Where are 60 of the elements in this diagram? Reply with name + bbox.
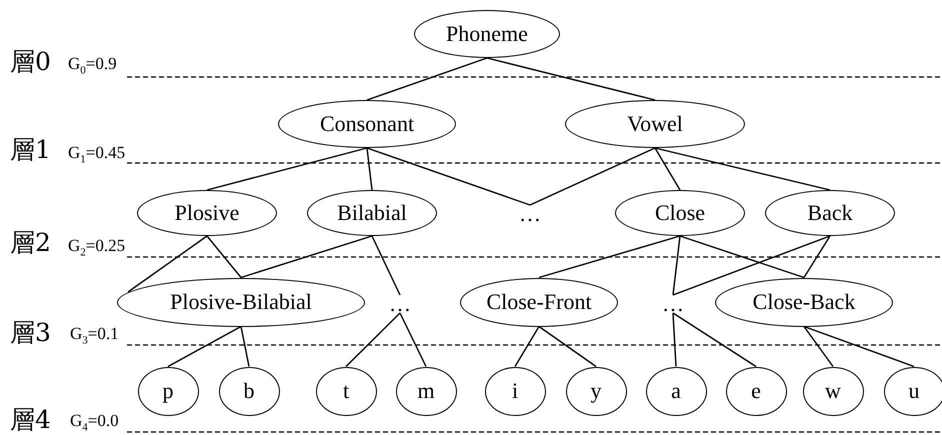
connector-line	[672, 235, 830, 296]
ellipsis-text: …	[383, 295, 417, 313]
category-ellipse: Plosive-Bilabial	[117, 278, 365, 326]
connector-line	[538, 235, 680, 278]
phone-circle: i	[484, 366, 546, 416]
weight-label: G$_{1}$=0.45	[68, 143, 126, 166]
connector-line	[803, 326, 834, 367]
connector-line	[672, 312, 677, 367]
ellipsis-text: …	[513, 205, 547, 223]
connector-line	[366, 148, 373, 190]
phone-circle: y	[566, 366, 626, 416]
phone-circle: w	[802, 366, 864, 416]
connector-line	[206, 236, 242, 278]
category-ellipse: Vowel	[565, 100, 745, 148]
phone-circle: a	[646, 366, 706, 416]
connector-line	[128, 235, 208, 293]
connector-line	[804, 326, 914, 368]
ellipsis-text: …	[656, 295, 690, 313]
connector-line	[486, 57, 656, 101]
connector-line	[680, 235, 804, 278]
weight-label: G$_{3}$=0.1	[70, 324, 119, 346]
connector-line	[803, 236, 831, 278]
connector-line	[206, 147, 368, 191]
layer-label: 層3	[10, 317, 51, 349]
category-ellipse: Phoneme	[414, 10, 560, 58]
connector-line	[538, 326, 596, 368]
layer-label: 層0	[10, 46, 51, 78]
category-ellipse: Back	[765, 190, 895, 236]
connector-line	[371, 236, 401, 296]
connector-line	[346, 312, 400, 367]
category-ellipse: Close	[615, 190, 745, 236]
connector-line	[672, 236, 681, 296]
connector-line	[240, 326, 250, 367]
weight-label: G$_{0}$=0.9	[68, 54, 117, 76]
connector-line	[530, 147, 656, 206]
phone-circle: u	[884, 366, 942, 416]
layer-label: 層4	[10, 404, 51, 435]
connector-line	[654, 148, 681, 190]
phone-circle: b	[218, 366, 280, 416]
connector-line	[399, 312, 427, 367]
layer-label: 層1	[10, 134, 51, 166]
category-ellipse: Close-Back	[715, 278, 893, 326]
connector-line	[514, 326, 540, 367]
layer-label: 層2	[10, 227, 51, 259]
phone-circle: e	[726, 366, 786, 416]
weight-label: G$_{2}$=0.25	[68, 236, 126, 258]
connector-line	[366, 147, 530, 206]
category-ellipse: Consonant	[278, 100, 456, 148]
category-ellipse: Bilabial	[307, 190, 437, 236]
phone-circle: t	[316, 366, 376, 416]
category-ellipse: Plosive	[137, 190, 277, 236]
connector-line	[168, 326, 242, 368]
connector-line	[654, 147, 830, 191]
category-ellipse: Close-Front	[460, 278, 618, 326]
connector-line	[240, 235, 372, 278]
connector-line	[366, 57, 488, 101]
phone-circle: m	[396, 366, 456, 416]
connector-line	[672, 312, 756, 368]
phone-circle: p	[138, 366, 198, 416]
weight-label: G$_{4}$=0.0	[70, 411, 119, 434]
